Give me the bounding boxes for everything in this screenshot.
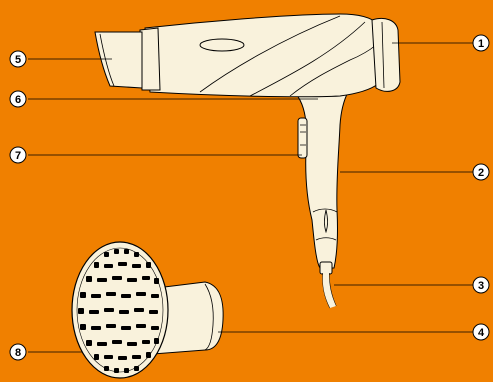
diffuser <box>72 242 223 378</box>
svg-text:1: 1 <box>478 38 484 50</box>
callout-7: 7 <box>10 147 26 163</box>
callout-5: 5 <box>10 51 26 67</box>
rear-filter <box>372 18 400 91</box>
svg-text:2: 2 <box>478 167 484 179</box>
svg-text:8: 8 <box>15 347 21 359</box>
callout-3: 3 <box>473 277 489 293</box>
callout-4: 4 <box>473 324 489 340</box>
callout-6: 6 <box>10 91 26 107</box>
callout-2: 2 <box>473 164 489 180</box>
svg-text:4: 4 <box>478 327 485 339</box>
svg-text:7: 7 <box>15 150 21 162</box>
svg-text:5: 5 <box>15 54 21 66</box>
switch <box>298 118 307 158</box>
svg-text:3: 3 <box>478 280 484 292</box>
callout-1: 1 <box>473 35 489 51</box>
concentrator-nozzle <box>95 32 142 88</box>
dryer-body <box>145 14 378 97</box>
callout-8: 8 <box>10 344 26 360</box>
logo-oval <box>200 39 244 51</box>
svg-text:6: 6 <box>15 94 21 106</box>
cord-outlet <box>320 262 332 274</box>
